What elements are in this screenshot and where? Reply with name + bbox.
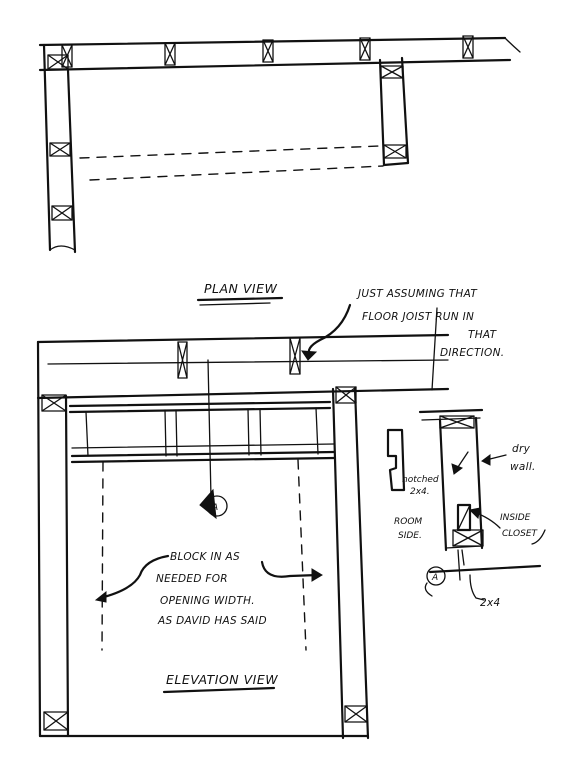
section-detail: A notched 2x4. dry wall. ROOM SIDE. INSI… — [386, 408, 546, 609]
section-marker-circle — [206, 495, 228, 517]
joist-note-leader — [307, 303, 352, 358]
elevation-sketch: A — [36, 333, 450, 740]
joist-note: JUST ASSUMING THAT FLOOR JOIST RUN IN TH… — [301, 288, 504, 391]
elevation-view-label: ELEVATION VIEW — [166, 672, 278, 687]
block-note-line-1: BLOCK IN AS — [170, 551, 240, 563]
inside-closet-label-line-1: INSIDE — [500, 513, 531, 523]
plan-view-label: PLAN VIEW — [204, 281, 278, 296]
block-note-line-2: NEEDED FOR — [156, 573, 228, 585]
plan-view-underline — [196, 296, 284, 302]
notched-label-line-2: 2x4. — [410, 487, 430, 497]
stud-2x4-label: 2x4 — [480, 597, 500, 609]
notched-2x4-shape — [386, 428, 406, 492]
room-side-label-line-2: SIDE. — [398, 531, 422, 541]
elevation-view-underline — [162, 686, 276, 694]
notched-label-line-1: notched — [402, 475, 439, 485]
block-note-line-4: AS DAVID HAS SAID — [157, 615, 267, 627]
joist-note-line-4: DIRECTION. — [440, 347, 504, 359]
inside-closet-label-line-2: CLOSET — [502, 529, 539, 539]
detail-section-marker-circle — [426, 566, 446, 586]
stud-crosses-top-wall — [61, 35, 474, 68]
drywall-label-line-1: dry — [512, 443, 531, 455]
top-plan-sketch — [38, 35, 521, 254]
joist-note-line-1: JUST ASSUMING THAT — [356, 288, 478, 300]
room-side-label-line-1: ROOM — [394, 517, 422, 527]
drywall-label-line-2: wall. — [510, 461, 536, 473]
section-marker-letter: A — [211, 503, 218, 513]
block-note-right-leader — [260, 560, 320, 578]
joist-note-line-3: THAT — [468, 329, 498, 341]
stud-crosses-left-wall — [47, 54, 73, 221]
block-in-note: BLOCK IN AS NEEDED FOR OPENING WIDTH. AS… — [94, 551, 323, 627]
detail-section-marker-letter: A — [431, 573, 438, 583]
block-note-line-3: OPENING WIDTH. — [160, 595, 255, 607]
block-note-left-leader — [98, 554, 170, 600]
joist-note-line-2: FLOOR JOIST RUN IN — [362, 311, 474, 323]
